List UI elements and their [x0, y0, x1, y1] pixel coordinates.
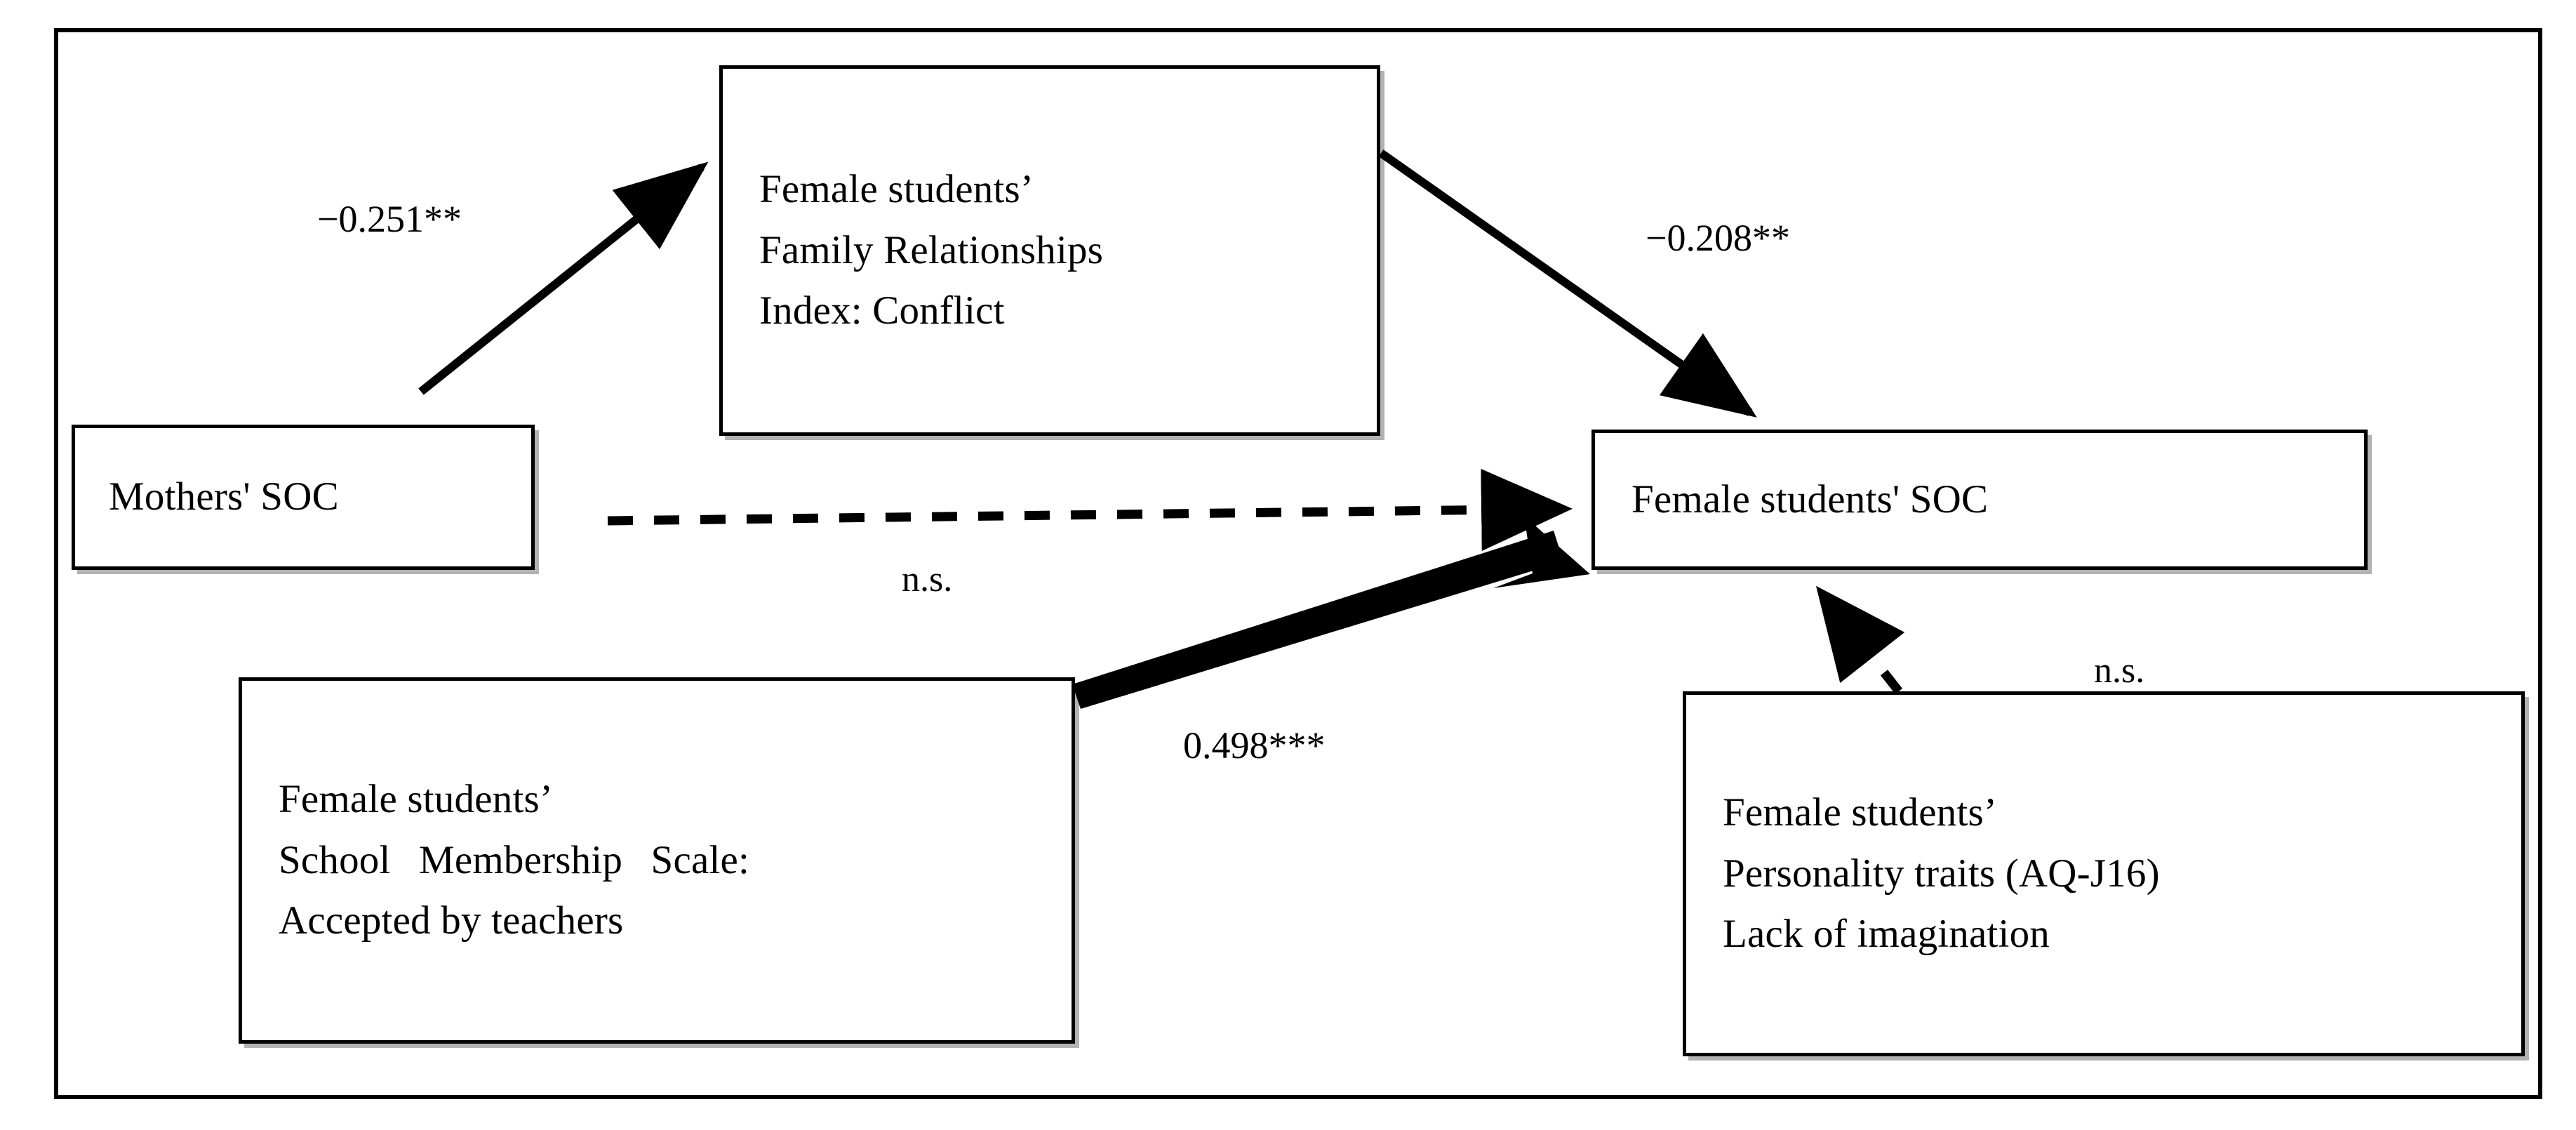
node-personality-traits[interactable]: Female students’ Personality traits (AQ-… [1683, 691, 2525, 1056]
node-line: School Membership Scale: [279, 837, 750, 882]
node-school-membership-scale[interactable]: Female students’ School Membership Scale… [239, 677, 1075, 1044]
node-line: Female students’ [1723, 790, 1998, 835]
edge-conflict-to-student-soc [1378, 149, 1757, 418]
node-line: Female students’ [759, 167, 1034, 212]
edge-label-school-membership-to-student-soc: 0.498*** [1183, 724, 1326, 766]
node-line: Personality traits (AQ-J16) [1723, 851, 2160, 896]
node-line: Accepted by teachers [279, 898, 624, 943]
edge-label-mothers-soc-to-conflict: −0.251** [317, 198, 462, 240]
edge-label-conflict-to-student-soc: −0.208** [1646, 217, 1790, 259]
edge-school-membership-to-student-soc [1072, 531, 1563, 709]
node-female-students-soc[interactable]: Female students' SOC [1591, 430, 2368, 570]
edge-mothers-soc-to-conflict [418, 161, 709, 395]
node-line: Female students' SOC [1631, 477, 1989, 521]
node-line: Female students’ [279, 777, 554, 822]
node-line: Family Relationships [759, 227, 1104, 272]
node-mothers-soc[interactable]: Mothers' SOC [72, 425, 535, 570]
edge-label-personality-to-student-soc: n.s. [2094, 651, 2145, 691]
node-line: Lack of imagination [1723, 912, 2050, 957]
edge-personality-to-student-soc [1815, 585, 1905, 695]
node-family-relationships-conflict[interactable]: Female students’ Family Relationships In… [719, 65, 1380, 436]
edge-school-membership-arrowhead [1493, 516, 1590, 588]
node-line: Mothers' SOC [109, 474, 339, 519]
node-line: Index: Conflict [759, 288, 1005, 333]
edge-mothers-soc-to-student-soc [607, 468, 1573, 551]
edge-label-mothers-soc-to-student-soc: n.s. [902, 559, 953, 599]
